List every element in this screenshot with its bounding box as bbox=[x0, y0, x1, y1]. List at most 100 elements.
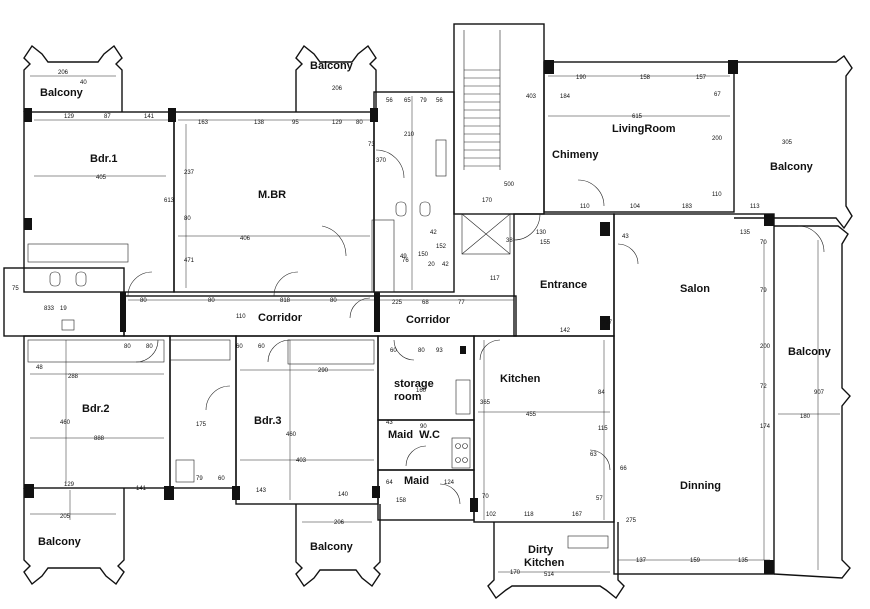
dim-label: 115 bbox=[598, 426, 608, 432]
dim-label: 888 bbox=[94, 436, 105, 442]
sink-icon bbox=[567, 535, 609, 549]
dim-label: 65 bbox=[404, 98, 411, 104]
dim-label: 40 bbox=[80, 80, 87, 86]
room-label-dinning: Dinning bbox=[680, 480, 721, 492]
dim-label: 75 bbox=[12, 286, 19, 292]
dim-label: 20 bbox=[428, 262, 435, 268]
dim-label: 104 bbox=[630, 204, 641, 210]
dim-label: 43 bbox=[386, 420, 393, 426]
dim-label: 72 bbox=[760, 384, 767, 390]
dim-label: 129 bbox=[64, 114, 75, 120]
dim-label: 113 bbox=[750, 204, 760, 210]
dim-label: 818 bbox=[280, 298, 291, 304]
room-label-storage-room: room bbox=[394, 391, 422, 403]
dim-label: 200 bbox=[760, 344, 771, 350]
dim-label: 140 bbox=[338, 492, 349, 498]
dim-label: 277 bbox=[602, 320, 613, 326]
dim-label: 93 bbox=[436, 348, 443, 354]
room-label-balcony-bottom-mid: Balcony bbox=[310, 541, 354, 553]
dim-label: 907 bbox=[814, 390, 825, 396]
dim-label: 170 bbox=[510, 570, 521, 576]
dim-label: 76 bbox=[402, 258, 409, 264]
dim-label: 70 bbox=[760, 240, 767, 246]
dim-label: 405 bbox=[96, 175, 107, 181]
dim-label: 79 bbox=[196, 476, 203, 482]
dim-label: 180 bbox=[800, 414, 811, 420]
columns bbox=[24, 60, 774, 574]
fixtures bbox=[49, 139, 609, 549]
dim-label: 206 bbox=[334, 520, 345, 526]
room-label-storage: storage bbox=[394, 378, 434, 390]
dim-label: 141 bbox=[136, 486, 147, 492]
room-label-maid: Maid bbox=[404, 475, 429, 487]
room-label-livingroom: LivingRoom bbox=[612, 123, 676, 135]
dim-label: 64 bbox=[386, 480, 393, 486]
dim-label: 60 bbox=[258, 344, 265, 350]
dim-label: 42 bbox=[430, 230, 437, 236]
dim-label: 110 bbox=[236, 314, 246, 320]
dim-label: 514 bbox=[544, 572, 555, 578]
dim-label: 471 bbox=[184, 258, 195, 264]
doors bbox=[127, 149, 825, 505]
dim-label: 135 bbox=[740, 230, 751, 236]
dim-label: 110 bbox=[712, 192, 722, 198]
dim-label: 160 bbox=[416, 388, 427, 394]
dim-label: 80 bbox=[124, 344, 131, 350]
dim-label: 80 bbox=[146, 344, 153, 350]
dim-label: 158 bbox=[640, 75, 651, 81]
dim-label: 57 bbox=[596, 496, 603, 502]
dim-label: 56 bbox=[436, 98, 443, 104]
dim-label: 79 bbox=[420, 98, 427, 104]
room-label-maid-wc: Maid W.C bbox=[388, 429, 440, 441]
sink-icon bbox=[61, 319, 75, 331]
dim-label: 42 bbox=[442, 262, 449, 268]
stove-icon bbox=[451, 437, 471, 469]
dim-label: 155 bbox=[540, 240, 551, 246]
dim-label: 210 bbox=[404, 132, 415, 138]
dim-label: 63 bbox=[590, 452, 597, 458]
dim-label: 48 bbox=[36, 365, 43, 371]
dim-label: 183 bbox=[682, 204, 693, 210]
dim-label: 500 bbox=[504, 182, 515, 188]
toilet-icon bbox=[49, 271, 61, 287]
toilet-icon bbox=[75, 271, 87, 287]
dim-label: 43 bbox=[622, 234, 629, 240]
sink-icon bbox=[455, 379, 471, 415]
room-label-kitchen: Kitchen bbox=[500, 373, 541, 385]
dim-label: 19 bbox=[60, 306, 67, 312]
room-label-bdr1: Bdr.1 bbox=[90, 153, 118, 165]
dim-label: 403 bbox=[526, 94, 537, 100]
dim-label: 174 bbox=[760, 424, 771, 430]
dim-label: 118 bbox=[524, 512, 534, 518]
room-label-dirty-kitchen: Kitchen bbox=[524, 557, 565, 569]
dim-label: 80 bbox=[208, 298, 215, 304]
dim-label: 288 bbox=[68, 374, 79, 380]
dim-label: 143 bbox=[256, 488, 267, 494]
dim-label: 129 bbox=[64, 482, 75, 488]
dim-label: 84 bbox=[598, 390, 605, 396]
room-label-corridor-left: Corridor bbox=[258, 312, 303, 324]
dim-label: 102 bbox=[486, 512, 497, 518]
dim-label: 833 bbox=[44, 306, 55, 312]
dim-label: 460 bbox=[60, 420, 71, 426]
dim-label: 130 bbox=[536, 230, 547, 236]
dim-label: 275 bbox=[626, 518, 637, 524]
dim-label: 90 bbox=[420, 424, 427, 430]
dim-label: 290 bbox=[318, 368, 329, 374]
dim-label: 129 bbox=[332, 120, 343, 126]
dim-label: 613 bbox=[164, 198, 175, 204]
dim-label: 455 bbox=[526, 412, 537, 418]
dim-label: 87 bbox=[104, 114, 111, 120]
dim-label: 80 bbox=[418, 348, 425, 354]
dim-label: 38 bbox=[506, 238, 513, 244]
dim-label: 152 bbox=[436, 244, 447, 250]
room-label-entrance: Entrance bbox=[540, 279, 587, 291]
dim-label: 110 bbox=[580, 204, 590, 210]
dim-label: 205 bbox=[60, 514, 71, 520]
dim-label: 365 bbox=[480, 400, 491, 406]
dim-label: 60 bbox=[390, 348, 397, 354]
dim-label: 77 bbox=[458, 300, 465, 306]
dim-label: 167 bbox=[572, 512, 583, 518]
dim-label: 67 bbox=[714, 92, 721, 98]
sink-icon bbox=[435, 139, 447, 177]
